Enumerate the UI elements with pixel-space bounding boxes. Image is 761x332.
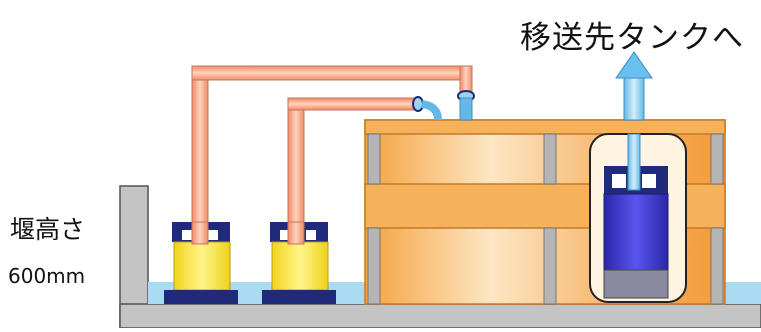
pump-2 <box>262 221 336 304</box>
weir-height-label: 堰高さ <box>10 215 86 244</box>
submersible-pump <box>589 133 687 303</box>
weir-height-value: 600mm <box>8 264 86 288</box>
pipe-outlets <box>412 90 475 121</box>
destination-label: 移送先タンクへ <box>520 20 744 56</box>
pump-1 <box>164 221 238 304</box>
flow-arrow-up <box>615 51 653 121</box>
